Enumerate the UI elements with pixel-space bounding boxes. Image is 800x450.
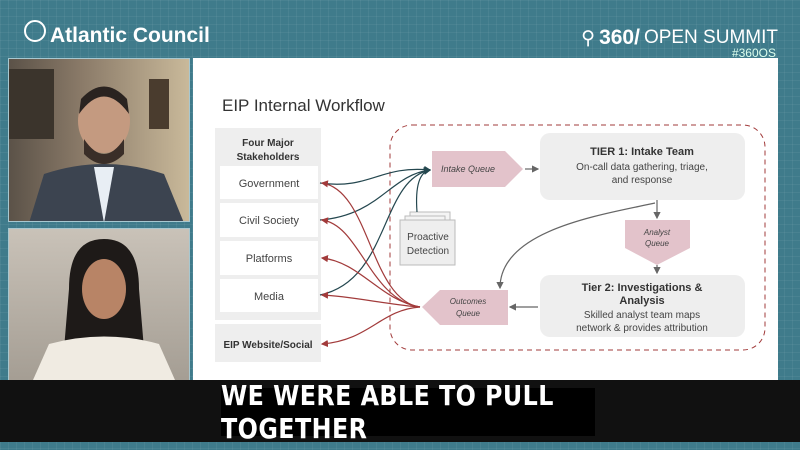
stakeholder-media: Media xyxy=(220,279,318,312)
speaker-2-figure xyxy=(29,239,179,387)
summit-name: OPEN SUMMIT xyxy=(643,27,778,48)
video-tile-speaker-1[interactable] xyxy=(8,58,190,222)
outcome-arrows xyxy=(320,180,421,348)
tier1-title: TIER 1: Intake Team xyxy=(590,146,694,158)
tier2-box: Tier 2: Investigations &AnalysisSkilled … xyxy=(540,275,745,337)
stakeholder-label: Platforms xyxy=(246,253,293,265)
tier2-desc: network & provides attribution xyxy=(576,323,708,334)
speaker-1-figure xyxy=(9,69,184,221)
flow-arrows xyxy=(496,165,661,311)
video-tile-speaker-2[interactable] xyxy=(8,228,190,388)
eip-boundary xyxy=(389,124,766,351)
summit-logo: ⚲360/OPEN SUMMIT xyxy=(581,26,778,50)
tier1-desc: On-call data gathering, triage, xyxy=(576,162,708,173)
intake-arrows xyxy=(319,165,432,296)
atlantic-council-logo: Atlantic Council xyxy=(24,20,210,48)
tier2-title: Analysis xyxy=(619,295,664,307)
globe-icon xyxy=(24,20,46,42)
outcomes-queue-label: Outcomes xyxy=(450,297,486,306)
stakeholder-label: Government xyxy=(239,178,300,190)
stakeholder-government: Government xyxy=(220,166,318,199)
brand-name: Atlantic Council xyxy=(50,24,210,47)
tier1-desc: and response xyxy=(612,175,673,186)
hashtag: #360OS xyxy=(731,46,776,60)
stakeholder-label: Media xyxy=(254,291,285,303)
tier2-desc: Skilled analyst team maps xyxy=(584,310,700,321)
tier2-title: Tier 2: Investigations & xyxy=(582,282,703,294)
slide-title: EIP Internal Workflow xyxy=(222,96,386,115)
intake-queue: Intake Queue xyxy=(432,151,523,187)
summit-number: 360/ xyxy=(599,26,640,49)
stakeholder-civil-society: Civil Society xyxy=(220,203,318,237)
intake-queue-label: Intake Queue xyxy=(441,164,495,174)
proactive-label: Detection xyxy=(407,246,449,257)
analyst-queue-label: Queue xyxy=(645,239,670,248)
stakeholders-header: Four Major xyxy=(242,138,294,149)
outcomes-queue-label: Queue xyxy=(456,309,481,318)
search-icon: ⚲ xyxy=(581,27,596,49)
eip-website-box: EIP Website/Social xyxy=(215,324,321,362)
stakeholder-platforms: Platforms xyxy=(220,241,318,275)
proactive-label: Proactive xyxy=(407,232,449,243)
analyst-queue-label: Analyst xyxy=(643,228,671,237)
stakeholder-label: Civil Society xyxy=(239,215,299,227)
eip-website-label: EIP Website/Social xyxy=(223,340,312,351)
stakeholders-header: Stakeholders xyxy=(237,152,300,163)
caption-text: WE WERE ABLE TO PULL TOGETHER xyxy=(221,379,595,445)
